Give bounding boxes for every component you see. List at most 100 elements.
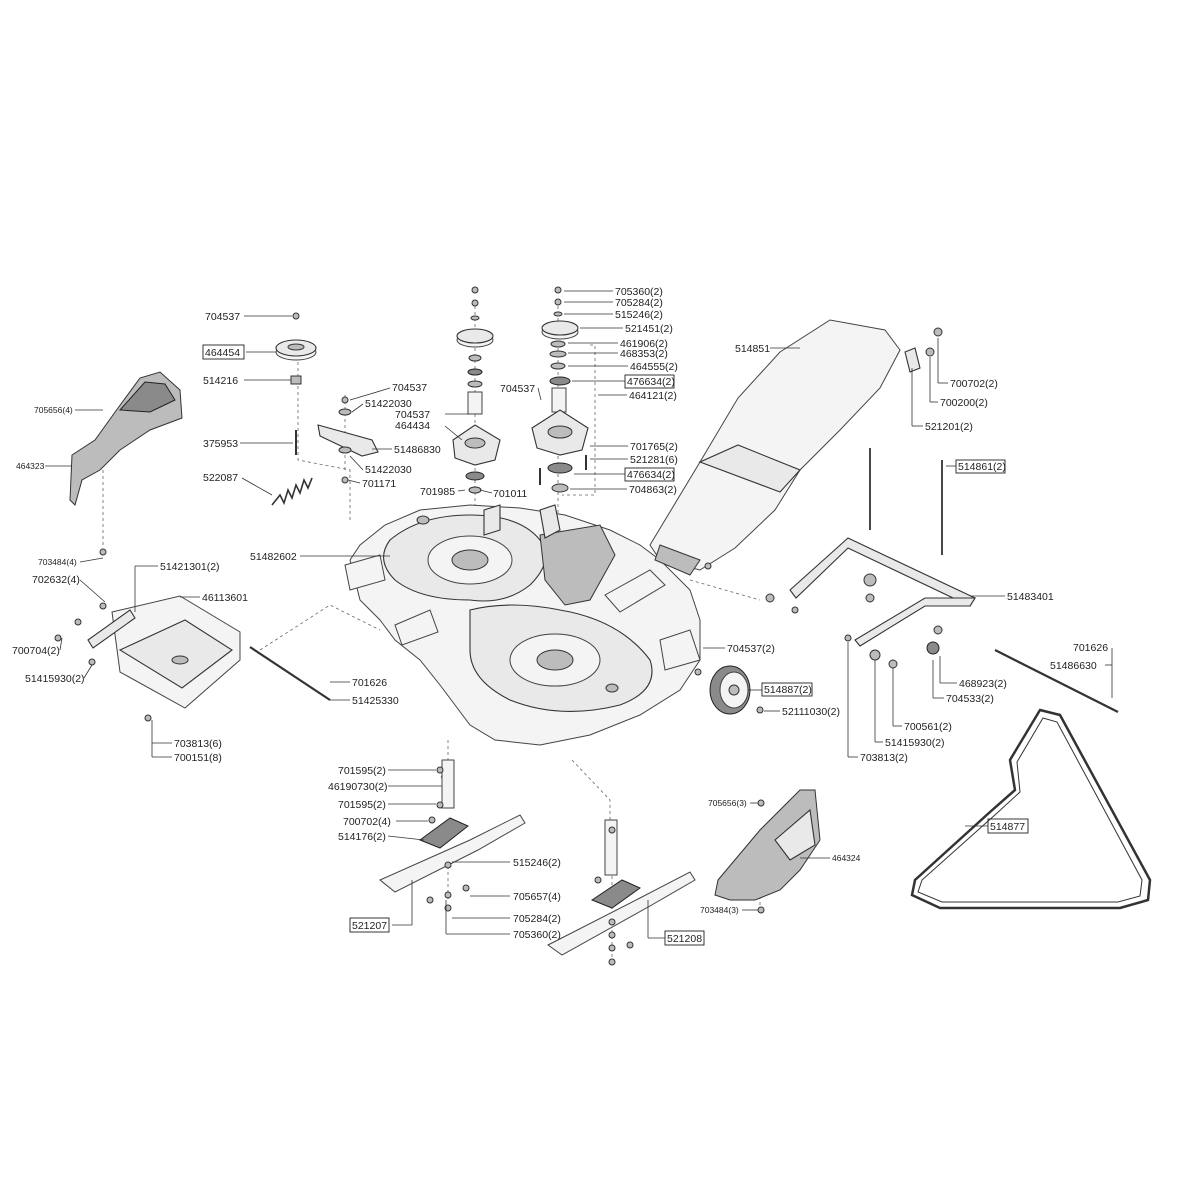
- label-700151-8: 700151(8): [174, 752, 222, 764]
- label-701011: 701011: [493, 488, 527, 500]
- label-464324: 464324: [832, 853, 861, 863]
- label-461906-2: 461906(2): [620, 338, 668, 350]
- label-701626-left: 701626: [352, 677, 387, 689]
- label-521451-2: 521451(2): [625, 323, 673, 335]
- label-46113601: 46113601: [202, 592, 248, 604]
- box-514861: [955, 459, 1006, 474]
- label-703813-6: 703813(6): [174, 738, 222, 750]
- label-464454: 464454: [205, 347, 240, 359]
- box-521207: [349, 917, 390, 933]
- label-705284-2-top: 705284(2): [615, 297, 663, 309]
- label-705657-4: 705657(4): [513, 891, 561, 903]
- label-476634-2-b: 476634(2): [627, 469, 675, 481]
- left-blade-assembly: [379, 759, 526, 912]
- label-701595-2-b: 701595(2): [338, 799, 386, 811]
- label-705656-3: 705656(3): [708, 798, 747, 808]
- label-702632-4: 702632(4): [32, 574, 80, 586]
- label-704537-a: 704537: [205, 311, 240, 323]
- label-51415930-2-right: 51415930(2): [885, 737, 945, 749]
- label-51486830: 51486830: [394, 444, 441, 456]
- label-514861-2: 514861(2): [958, 461, 1006, 473]
- box-514887: [761, 682, 813, 697]
- label-464555-2: 464555(2): [630, 361, 678, 373]
- label-464323: 464323: [16, 461, 45, 471]
- label-51425330: 51425330: [352, 695, 399, 707]
- label-468923-2: 468923(2): [959, 678, 1007, 690]
- box-514877: [987, 818, 1029, 834]
- v-belt: [910, 708, 1152, 910]
- label-515246-2-top: 515246(2): [615, 309, 663, 321]
- label-701626-right: 701626: [1073, 642, 1108, 654]
- label-705360-2-top: 705360(2): [615, 286, 663, 298]
- label-704537-d: 704537: [500, 383, 535, 395]
- label-51483401: 51483401: [1007, 591, 1054, 603]
- left-rod: [249, 646, 331, 701]
- box-476634-b: [624, 467, 675, 482]
- box-464454: [202, 344, 245, 360]
- leader-lines: [45, 290, 1113, 939]
- deck-wheel: [694, 665, 764, 715]
- label-51415930-2-left: 51415930(2): [25, 673, 85, 685]
- label-521201-2: 521201(2): [925, 421, 973, 433]
- chute-rods: [869, 448, 943, 555]
- label-521281-6: 521281(6): [630, 454, 678, 466]
- discharge-chute: [649, 319, 943, 576]
- label-700702-4: 700702(4): [343, 816, 391, 828]
- label-704863-2: 704863(2): [629, 484, 677, 496]
- label-514176-2: 514176(2): [338, 831, 386, 843]
- label-52111030-2: 52111030(2): [782, 706, 840, 718]
- label-700200-2: 700200(2): [940, 397, 988, 409]
- label-514216: 514216: [203, 375, 238, 387]
- label-704537-2: 704537(2): [727, 643, 775, 655]
- left-upper-deflector: [69, 371, 183, 506]
- label-514887-2: 514887(2): [764, 684, 812, 696]
- label-705360-2-bottom: 705360(2): [513, 929, 561, 941]
- label-51482602: 51482602: [250, 551, 297, 563]
- label-700561-2: 700561(2): [904, 721, 952, 733]
- label-375953: 375953: [203, 438, 238, 450]
- label-514877: 514877: [990, 821, 1025, 833]
- label-51486630: 51486630: [1050, 660, 1097, 672]
- left-bracket: [54, 548, 241, 722]
- label-705656-4: 705656(4): [34, 405, 73, 415]
- label-703484-3: 703484(3): [700, 905, 739, 915]
- label-704533-2: 704533(2): [946, 693, 994, 705]
- label-522087: 522087: [203, 472, 238, 484]
- label-51421301-2: 51421301(2): [160, 561, 220, 573]
- label-464121-2: 464121(2): [629, 390, 677, 402]
- label-704537-c: 704537: [395, 409, 430, 421]
- label-701985: 701985: [420, 486, 455, 498]
- right-lower-deflector: [714, 789, 821, 914]
- right-rod: [994, 649, 1119, 713]
- label-46190730-2: 46190730(2): [328, 781, 388, 793]
- mower-deck: [344, 504, 701, 746]
- label-515246-2-bottom: 515246(2): [513, 857, 561, 869]
- left-spindle-stack: [452, 286, 501, 494]
- label-521207: 521207: [352, 920, 387, 932]
- label-703813-2: 703813(2): [860, 752, 908, 764]
- right-spindle-stack: [531, 286, 589, 493]
- label-521208: 521208: [667, 933, 702, 945]
- box-476634-a: [624, 374, 675, 389]
- spring: [271, 477, 313, 506]
- label-701765-2: 701765(2): [630, 441, 678, 453]
- label-464434: 464434: [395, 420, 430, 432]
- label-700702-2-top: 700702(2): [950, 378, 998, 390]
- label-51422030-a: 51422030: [365, 398, 412, 410]
- label-51422030-b: 51422030: [365, 464, 412, 476]
- box-521208: [664, 930, 705, 946]
- callout-labels: 704537 464454 514216 705656(4) 464323 70…: [12, 286, 1108, 946]
- label-476634-2-a: 476634(2): [627, 376, 675, 388]
- label-701595-2-a: 701595(2): [338, 765, 386, 777]
- rear-frame-bracket: [765, 537, 976, 669]
- right-blade-assembly: [547, 819, 696, 966]
- label-468353-2: 468353(2): [620, 348, 668, 360]
- label-703484-4: 703484(4): [38, 557, 77, 567]
- top-left-pulley: [275, 312, 317, 385]
- label-700704-2: 700704(2): [12, 645, 60, 657]
- label-701171: 701171: [362, 478, 396, 490]
- label-704537-b: 704537: [392, 382, 427, 394]
- label-514851: 514851: [735, 343, 770, 355]
- label-705284-2-bottom: 705284(2): [513, 913, 561, 925]
